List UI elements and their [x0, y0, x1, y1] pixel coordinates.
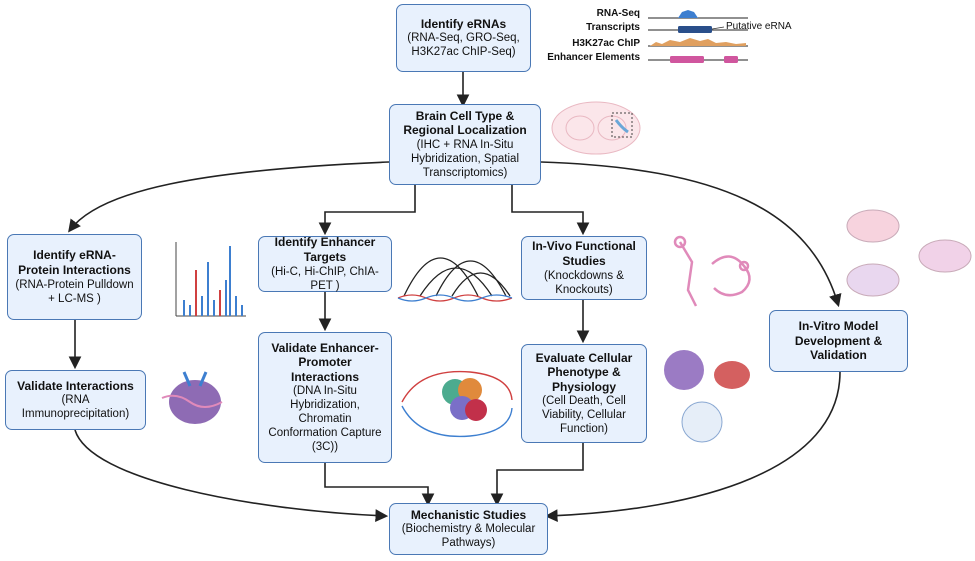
box-title: Identify Enhancer Targets [274, 235, 376, 264]
box-mechanistic: Mechanistic Studies (Biochemistry & Mole… [389, 503, 548, 555]
box-sub: (Hi-C, Hi-ChIP, ChIA-PET ) [271, 265, 379, 292]
box-invivo: In-Vivo Functional Studies (Knockdowns &… [521, 236, 647, 300]
box-evaluate: Evaluate Cellular Phenotype & Physiology… [521, 344, 647, 443]
arrow-vi-to-mech [74, 429, 389, 522]
arrow-invitro-to-mech [544, 371, 841, 523]
protein-complex-illustration [161, 371, 223, 424]
track-label-rna-seq: RNA-Seq [596, 8, 640, 19]
box-sub: (RNA-Protein Pulldown + LC-MS ) [15, 278, 134, 305]
track-label-enhancer: Enhancer Elements [547, 52, 640, 63]
box-brain-cell: Brain Cell Type & Regional Localization … [389, 104, 541, 185]
box-title: Brain Cell Type & Regional Localization [403, 108, 527, 138]
hic-arcs-illustration [397, 257, 513, 302]
mass-spec-illustration [175, 242, 246, 317]
box-invitro: In-Vitro Model Development & Validation [769, 310, 908, 372]
track-label-putative: Putative eRNA [726, 21, 792, 32]
brain-section-illustration [551, 101, 641, 155]
box-title: In-Vitro Model Development & Validation [794, 319, 883, 363]
box-sub: (RNA Immunoprecipitation) [21, 394, 130, 421]
track-label-h3k27ac: H3K27ac ChIP [572, 38, 640, 49]
box-title: Validate Enhancer-Promoter Interactions [271, 340, 379, 384]
genome-tracks-illustration [648, 10, 748, 63]
box-enhancer-targets: Identify Enhancer Targets (Hi-C, Hi-ChIP… [258, 235, 392, 292]
petri-dishes-illustration [846, 209, 972, 297]
box-title: In-Vivo Functional Studies [532, 239, 636, 268]
box-sub: (RNA-Seq, GRO-Seq, H3K27ac ChIP-Seq) [407, 32, 520, 59]
box-sub: (IHC + RNA In-Situ Hybridization, Spatia… [410, 139, 520, 180]
arrow-eval-to-mech [490, 443, 584, 507]
box-sub: (Biochemistry & Molecular Pathways) [401, 523, 536, 550]
box-validate-interactions: Validate Interactions (RNA Immunoprecipi… [5, 370, 146, 430]
box-title: Evaluate Cellular Phenotype & Physiology [535, 350, 633, 394]
box-erna-protein: Identify eRNA-Protein Interactions (RNA-… [7, 234, 142, 320]
box-title: Identify eRNA-Protein Interactions [18, 248, 131, 277]
box-identify-ernas: Identify eRNAs (RNA-Seq, GRO-Seq, H3K27a… [396, 4, 531, 72]
chromatin-loop-illustration [401, 370, 513, 438]
box-title: Validate Interactions [17, 378, 134, 393]
cell-phenotype-illustration [664, 350, 750, 443]
arrow-brain-to-enhancer [318, 185, 416, 236]
box-validate-ep: Validate Enhancer-Promoter Interactions … [258, 332, 392, 463]
arrow-brain-to-erna [68, 161, 390, 233]
arrow-brain-to-invivo [511, 185, 590, 236]
box-sub: (Knockdowns & Knockouts) [544, 269, 624, 296]
box-title: Identify eRNAs [420, 16, 507, 31]
arrow-ep-to-mech [324, 463, 435, 507]
rna-structure-illustration [673, 235, 751, 307]
box-sub: (DNA In-Situ Hybridization, Chromatin Co… [268, 385, 382, 454]
box-sub: (Cell Death, Cell Viability, Cellular Fu… [542, 395, 626, 436]
track-label-transcripts: Transcripts [586, 22, 640, 33]
box-title: Mechanistic Studies [410, 507, 527, 522]
arrow-brain-to-invitro [540, 161, 842, 308]
